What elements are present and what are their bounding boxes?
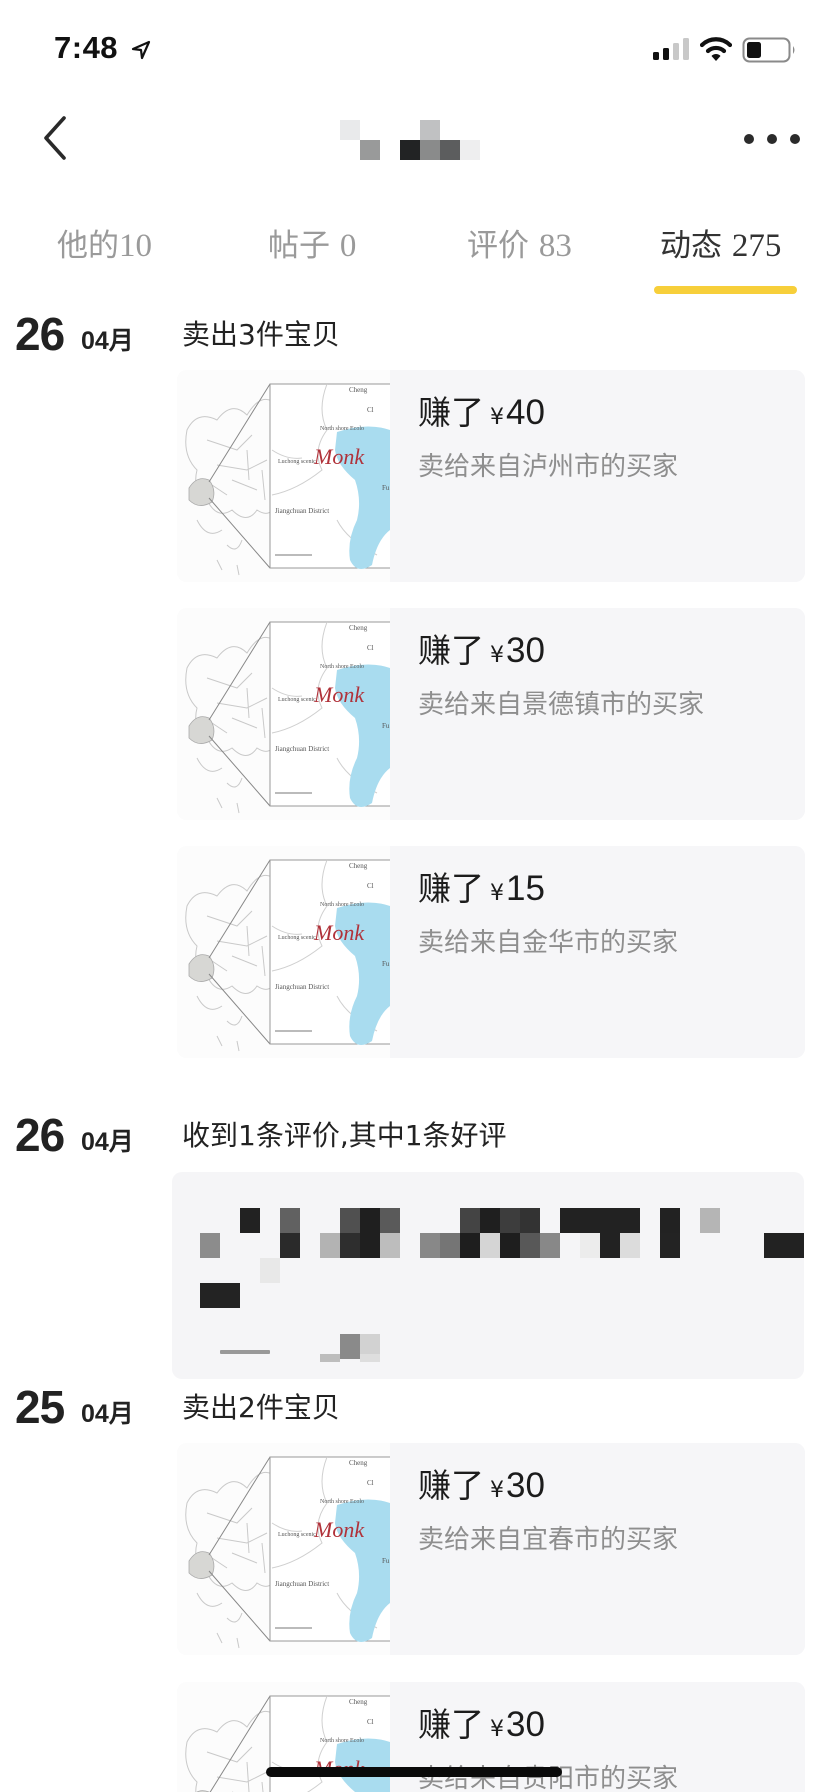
sale-card[interactable]: 赚了¥30 卖给来自宜春市的买家 — [177, 1443, 805, 1655]
more-options-button[interactable] — [744, 124, 800, 154]
section-title: 卖出2件宝贝 — [182, 1391, 340, 1424]
section-title: 卖出3件宝贝 — [182, 318, 340, 351]
ellipsis-dot — [744, 134, 754, 144]
tab-his-items[interactable]: 他的10 — [57, 228, 152, 264]
feed-section-header: 25 04月 卖出2件宝贝 — [15, 1380, 815, 1433]
cellular-signal-icon — [653, 38, 689, 60]
date-month: 04月 — [81, 1128, 134, 1156]
sale-info: 赚了¥15 卖给来自金华市的买家 — [390, 846, 805, 1058]
buyer-location: 卖给来自景德镇市的买家 — [418, 690, 705, 720]
earned-amount: 赚了¥15 — [418, 869, 545, 908]
tab-posts[interactable]: 帖子 0 — [268, 228, 357, 264]
earned-amount: 赚了¥40 — [418, 393, 545, 432]
sale-card[interactable]: 赚了¥40 卖给来自泸州市的买家 — [177, 370, 805, 582]
date-month: 04月 — [81, 327, 134, 355]
page-title-pixelated — [340, 120, 480, 160]
date-month: 04月 — [81, 1400, 134, 1428]
product-thumbnail — [177, 1443, 390, 1655]
status-time: 7:48 — [54, 30, 119, 65]
review-card-pixelated[interactable] — [172, 1172, 804, 1379]
buyer-location: 卖给来自泸州市的买家 — [418, 452, 679, 482]
ellipsis-dot — [767, 134, 777, 144]
earned-amount: 赚了¥30 — [418, 631, 545, 670]
sale-card[interactable]: 赚了¥30 卖给来自景德镇市的买家 — [177, 608, 805, 820]
tab-activity[interactable]: 动态 275 — [660, 228, 782, 264]
location-arrow-icon — [131, 40, 151, 60]
section-title: 收到1条评价,其中1条好评 — [182, 1119, 507, 1152]
back-button[interactable] — [38, 112, 74, 164]
active-tab-indicator — [654, 286, 797, 294]
sale-card[interactable]: 赚了¥15 卖给来自金华市的买家 — [177, 846, 805, 1058]
earned-amount: 赚了¥30 — [418, 1466, 545, 1505]
sale-info: 赚了¥40 卖给来自泸州市的买家 — [390, 370, 805, 582]
buyer-location: 卖给来自宜春市的买家 — [418, 1525, 679, 1555]
battery-icon — [742, 37, 795, 63]
profile-tabs: 他的10 帖子 0 评价 83 动态 275 — [0, 208, 828, 298]
date-day: 25 — [15, 1381, 65, 1433]
ellipsis-dot — [790, 134, 800, 144]
product-thumbnail — [177, 608, 390, 820]
earned-amount: 赚了¥30 — [418, 1705, 545, 1744]
date-day: 26 — [15, 308, 65, 360]
tab-reviews[interactable]: 评价 83 — [467, 228, 572, 264]
feed-section-header: 26 04月 卖出3件宝贝 — [15, 307, 815, 360]
sale-info: 赚了¥30 卖给来自景德镇市的买家 — [390, 608, 805, 820]
feed-section-header: 26 04月 收到1条评价,其中1条好评 — [15, 1108, 815, 1161]
buyer-location: 卖给来自金华市的买家 — [418, 928, 679, 958]
sale-info: 赚了¥30 卖给来自宜春市的买家 — [390, 1443, 805, 1655]
product-thumbnail — [177, 370, 390, 582]
wifi-icon — [700, 37, 732, 61]
product-thumbnail — [177, 846, 390, 1058]
date-day: 26 — [15, 1109, 65, 1161]
home-indicator[interactable] — [266, 1767, 562, 1777]
